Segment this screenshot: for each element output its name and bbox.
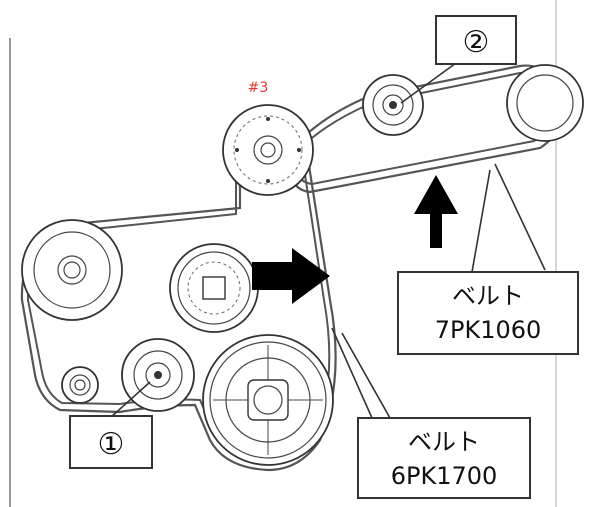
pulley-crankshaft <box>202 334 334 466</box>
callout-1: ① <box>69 415 153 469</box>
belt-upper-label-2: 7PK1060 <box>435 316 542 344</box>
pulley-2 <box>362 74 424 136</box>
pulley-large-right <box>506 64 584 142</box>
pulley-middle <box>169 243 259 333</box>
callout-belt-6pk1700: ベルト 6PK1700 <box>357 417 531 499</box>
pulley-small-idler <box>61 366 99 404</box>
direction-arrow-right <box>252 248 330 304</box>
pulley-1 <box>121 338 195 412</box>
leader-lines <box>109 57 546 419</box>
callout-1-text: ① <box>98 427 125 462</box>
callout-2: ② <box>435 15 517 65</box>
pulley-large-left <box>21 219 123 321</box>
direction-arrow-up <box>414 175 458 248</box>
belt-lower-label-2: 6PK1700 <box>391 462 498 490</box>
pulley-3 <box>222 104 314 196</box>
callout-belt-7pk1060: ベルト 7PK1060 <box>397 271 579 355</box>
pulley-3-label: #3 <box>248 80 269 96</box>
belt-upper-label-1: ベルト <box>452 282 524 310</box>
callout-2-text: ② <box>463 25 490 60</box>
belt-lower-label-1: ベルト <box>408 428 480 456</box>
